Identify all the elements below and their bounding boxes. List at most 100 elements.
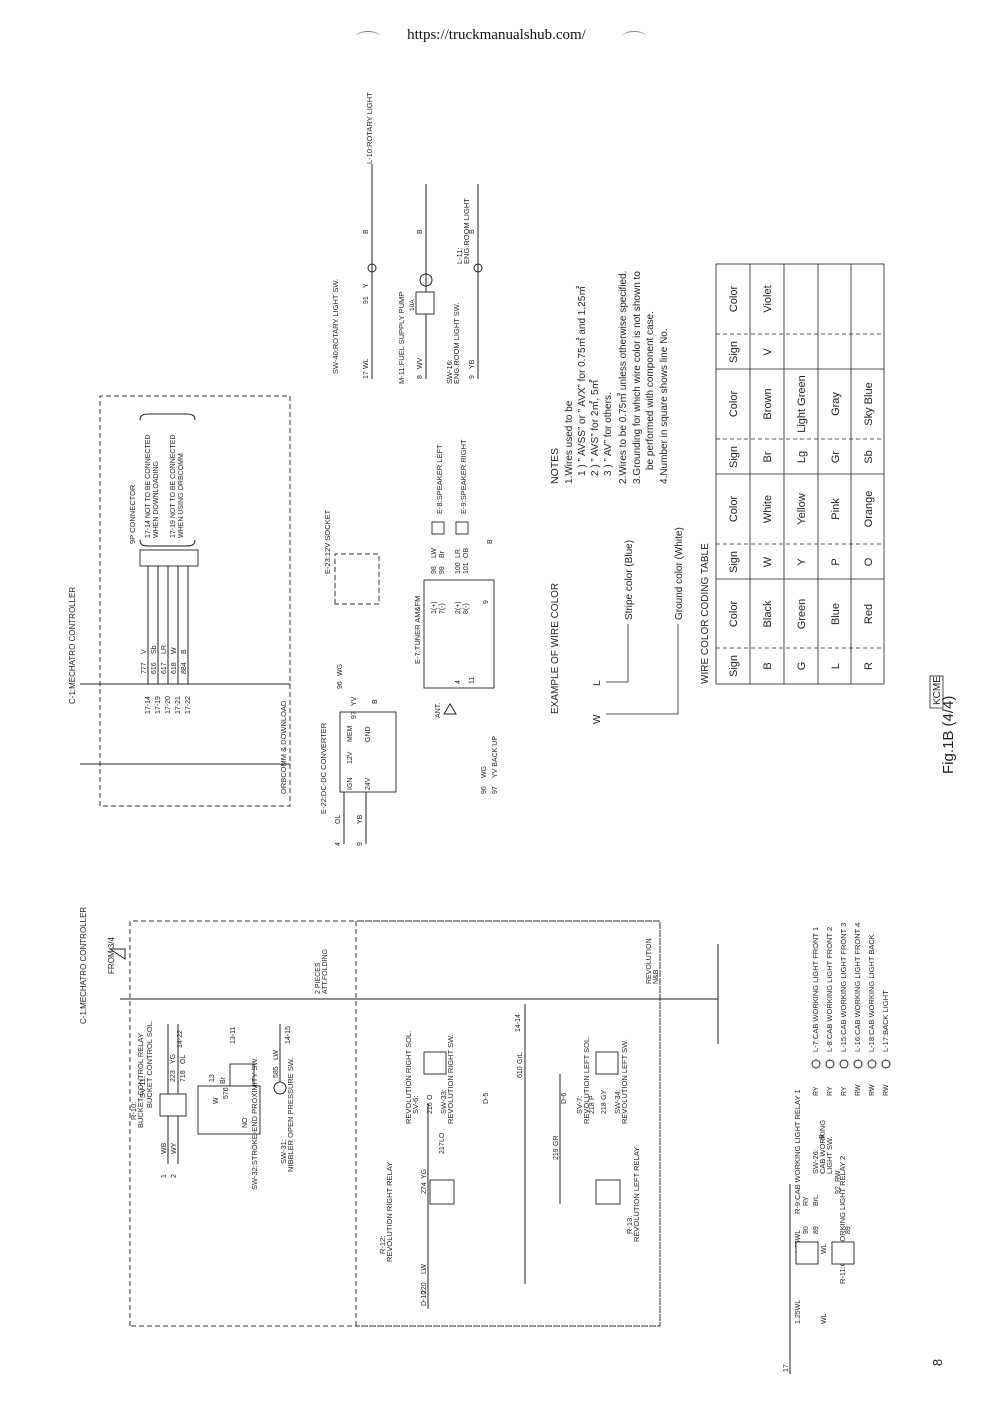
sw31-pressure-icon (273, 1081, 287, 1095)
e7-pin-7: 7(-) (439, 603, 446, 614)
sw26-label-3: LIGHT SW. (825, 1136, 834, 1174)
page-number: 8 (930, 1358, 946, 1367)
cell-3-1: Red (863, 604, 875, 624)
wire-num-585: 585 (273, 1066, 280, 1078)
notes-line-7: be performed with component case. (645, 311, 656, 470)
wire-num-718: 718 (180, 1070, 187, 1082)
antenna-icon (443, 703, 457, 715)
note2-line1: 17-19 NOT TO BE CONNECTED (170, 435, 177, 538)
example-title: EXAMPLE OF WIRE COLOR (550, 583, 561, 714)
e7-pin-4: 4 (455, 680, 462, 684)
wire-ol-label: OL (180, 1055, 187, 1064)
wire-lw-label: LW (273, 1050, 280, 1060)
notes-line-5: 2.Wires to be 0.75㎡ unless otherwise spe… (617, 271, 629, 484)
cab-num-90: 90 (803, 1226, 810, 1234)
orbcomm-label: ORBCOMM & DOWNLOAD (279, 700, 288, 794)
example-stripe: Stripe color (Blue) (624, 540, 635, 620)
cell-2-0: L (830, 663, 842, 669)
e22-w-wg: WG (337, 664, 344, 676)
pin-17-14: 17-14 (145, 696, 152, 714)
r10-relay-box (159, 1093, 187, 1117)
e22-converter-box (339, 711, 397, 793)
cab-wire-rw: RW (835, 1170, 842, 1182)
binding-hook-right-icon (622, 31, 646, 42)
wire-grl-label: GrL (517, 1052, 524, 1064)
light-label-l17: L-17:BACK LIGHT (881, 990, 890, 1052)
e22-num-4: 4 (335, 842, 342, 846)
r11-relay-box (831, 1241, 855, 1265)
e7-w-b: B (487, 539, 494, 544)
e22-num-9: 9 (357, 842, 364, 846)
right-w-y: Y (363, 283, 370, 288)
sw34-label-2: REVOLUTION LEFT SW. (620, 1039, 629, 1124)
sv7-label-2: REVOLUTION LEFT SOL. (582, 1036, 591, 1124)
mid-wire-w: W (171, 647, 178, 654)
mid-wire-b: B (181, 649, 188, 654)
e7-pin-2: 2(+) (455, 601, 462, 614)
wire-yg-rev-label: YG (421, 1169, 428, 1179)
pin-14-22: 14-22 (177, 1030, 184, 1048)
example-ground: Ground color (White) (674, 527, 685, 620)
cab-num-89b: 89 (845, 1226, 852, 1234)
e7-w-yv: YV BACK UP (492, 736, 499, 778)
notes-line-6: 3.Grounding for which wire color is not … (632, 271, 643, 484)
wire-num-1: 1 (161, 1174, 168, 1178)
r9-relay-box (795, 1241, 819, 1265)
e7-num-98: 98 (431, 566, 438, 574)
sw16-label-2: ENG.ROOM LIGHT SW. (452, 302, 461, 384)
e22-label: E-22:DC-DC CONVERTER (319, 722, 328, 814)
d5-label: D-5 (483, 1093, 490, 1104)
cell-1-4: Lg (796, 451, 808, 463)
cab-wire-ry: RY (803, 1196, 810, 1206)
wire-lo-label: LO (439, 1132, 446, 1142)
wire-gy-label: GY (601, 1090, 608, 1100)
note2-line2: WHEN USING ORBCOMM (178, 453, 185, 538)
sw32-label: SW-32:STROKE-END PROXIMITY SW. (250, 1057, 259, 1190)
d6-label: D-6 (561, 1093, 568, 1104)
revolution-frame (355, 920, 661, 1327)
note-bracket-left (139, 539, 196, 547)
lamp-icon-l8 (825, 1059, 835, 1069)
color-table: Sign Color Sign Color Sign Color Sign Co… (715, 263, 885, 685)
sw33-label-2: REVOLUTION RIGHT SW. (446, 1034, 455, 1124)
wire-p-label: P (589, 1095, 596, 1100)
example-ground-leader (606, 624, 679, 715)
e22-num-97: 97 (351, 711, 358, 719)
cab-light-list: RY RY RY RW RW RW L-7:CAB WORKING LIGHT … (811, 923, 891, 1096)
notes-line-2: 1 ) ” AVSS” or ” AVX” for 0.75㎡ and 1.25… (576, 286, 588, 476)
e7-num-101: 101 (463, 562, 470, 574)
light-wire-5: RW (869, 1084, 876, 1096)
r12-label-2: REVOLUTION RIGHT RELAY (385, 1162, 394, 1262)
att-label-1: 2 PIECES (315, 962, 322, 994)
cab-num-92: 92 (835, 1186, 842, 1194)
wire-num-218a: 218 (601, 1102, 608, 1114)
wire-num-216: 216 (427, 1102, 434, 1114)
d10-label: D-10 (421, 1291, 428, 1306)
cab-wire-4: WL (821, 1313, 828, 1324)
e22-pin-12v: 12V (347, 751, 354, 764)
light-wire-2: RY (827, 1086, 834, 1096)
example-w: W (592, 714, 603, 724)
light-wire-1: RY (813, 1086, 820, 1096)
e23-socket-box (334, 553, 380, 605)
cell-2-5: Gray (830, 392, 842, 416)
e7-w-lr: LR (455, 549, 462, 558)
color-table-title: WIRE COLOR CODING TABLE (700, 543, 711, 684)
e8-label: E-8:SPEAKER LEFT (435, 444, 444, 514)
e22-w-yv: YV (351, 696, 358, 706)
from-label: FROM 3/4 (107, 937, 116, 974)
light-wire-6: RW (883, 1084, 890, 1096)
att-label-2: ATT.FOLDING (322, 949, 329, 994)
wire-num-219: 219 (553, 1148, 560, 1160)
cab-wire-2: WL (821, 1243, 828, 1254)
sw40-label: SW-40:ROTARY LIGHT SW. (331, 279, 340, 374)
kcme-badge-box (929, 675, 944, 709)
sv11-label-1: SV-11: (138, 1076, 147, 1098)
e7-pin-11: 11 (469, 677, 476, 684)
r12-label-1: R-12: (378, 1236, 387, 1254)
e22-pin-24v: 24V (365, 777, 372, 790)
cell-1-0: G (796, 662, 808, 671)
m11-label: M-11:FUEL SUPPLY PUMP (397, 292, 406, 384)
r12-relay-box (429, 1179, 455, 1205)
sw33-label-1: SW-33: (439, 1089, 448, 1114)
